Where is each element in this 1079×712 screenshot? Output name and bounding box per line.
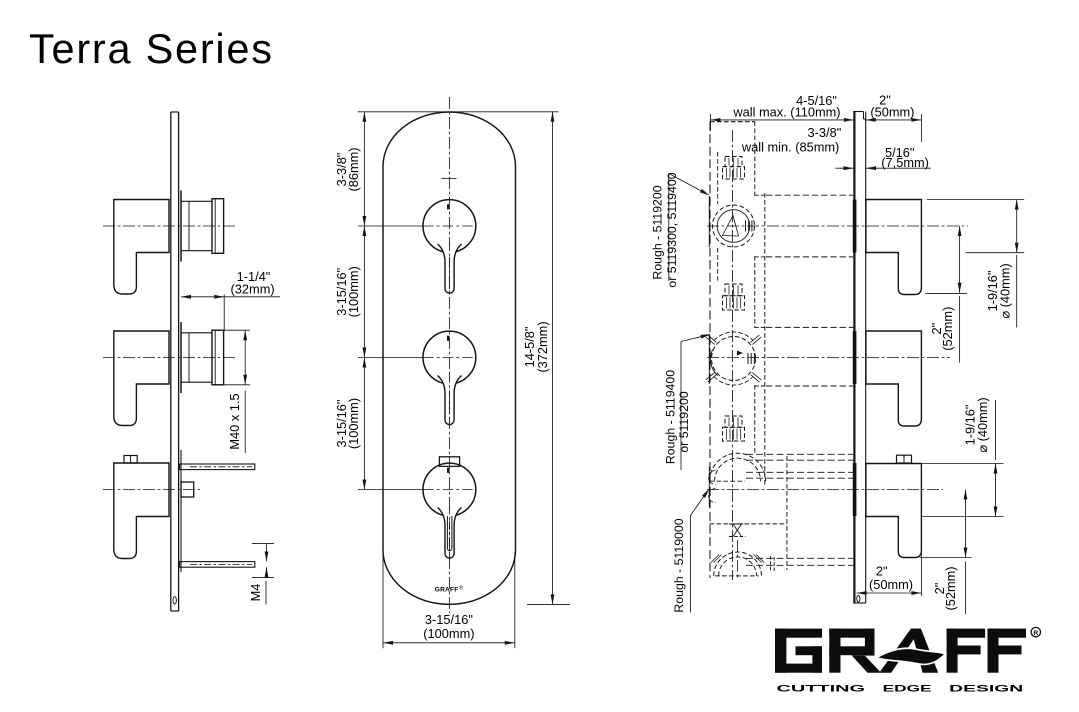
svg-text:(50mm): (50mm)	[869, 577, 913, 592]
svg-text:4-5/16": 4-5/16"	[796, 93, 837, 108]
svg-text:⌀ (40mm): ⌀ (40mm)	[998, 263, 1013, 318]
svg-text:5/16": 5/16"	[885, 145, 914, 160]
svg-text:GRAFF: GRAFF	[435, 587, 459, 594]
svg-text:R: R	[1033, 630, 1038, 637]
svg-text:1-9/16": 1-9/16"	[962, 405, 977, 446]
svg-text:or 5119300, 5119400: or 5119300, 5119400	[665, 172, 679, 287]
svg-text:3-15/16": 3-15/16"	[425, 612, 473, 627]
svg-text:3-3/8": 3-3/8"	[334, 153, 349, 187]
svg-text:Rough - 5119000: Rough - 5119000	[672, 518, 686, 612]
svg-text:M40 x 1.5: M40 x 1.5	[227, 393, 242, 449]
svg-text:wall min. (85mm): wall min. (85mm)	[741, 140, 839, 155]
svg-text:(372mm): (372mm)	[535, 321, 550, 372]
svg-text:(86mm): (86mm)	[346, 147, 361, 191]
svg-text:(50mm): (50mm)	[870, 104, 914, 119]
svg-text:(32mm): (32mm)	[231, 281, 275, 296]
svg-text:Rough - 5119400: Rough - 5119400	[664, 370, 678, 464]
svg-text:2": 2"	[932, 583, 947, 595]
svg-text:(100mm): (100mm)	[346, 398, 361, 449]
svg-text:3-15/16": 3-15/16"	[334, 400, 349, 448]
svg-text:DESIGN: DESIGN	[949, 683, 1024, 693]
svg-text:3-15/16": 3-15/16"	[334, 268, 349, 316]
svg-text:1-9/16": 1-9/16"	[985, 271, 1000, 312]
svg-text:2": 2"	[879, 92, 891, 107]
svg-text:(100mm): (100mm)	[346, 266, 361, 317]
svg-text:2": 2"	[876, 564, 888, 579]
svg-text:EDGE: EDGE	[883, 683, 932, 693]
svg-text:Rough - 5119200: Rough - 5119200	[651, 185, 665, 279]
svg-text:CUTTING: CUTTING	[777, 683, 866, 693]
svg-text:®: ®	[459, 584, 463, 591]
svg-text:14-5/8": 14-5/8"	[522, 327, 537, 368]
svg-text:3-3/8": 3-3/8"	[808, 125, 842, 140]
svg-text:M4: M4	[248, 584, 263, 602]
svg-text:(52mm): (52mm)	[943, 566, 958, 610]
svg-text:⌀ (40mm): ⌀ (40mm)	[975, 397, 990, 452]
svg-text:1-1/4": 1-1/4"	[237, 269, 271, 284]
svg-text:(52mm): (52mm)	[940, 307, 955, 351]
svg-text:(100mm): (100mm)	[423, 626, 474, 641]
svg-text:or 5119200: or 5119200	[677, 391, 691, 452]
svg-text:wall max. (110mm): wall max. (110mm)	[732, 105, 840, 120]
svg-text:(7,5mm): (7,5mm)	[881, 155, 929, 170]
svg-text:2": 2"	[929, 323, 944, 335]
